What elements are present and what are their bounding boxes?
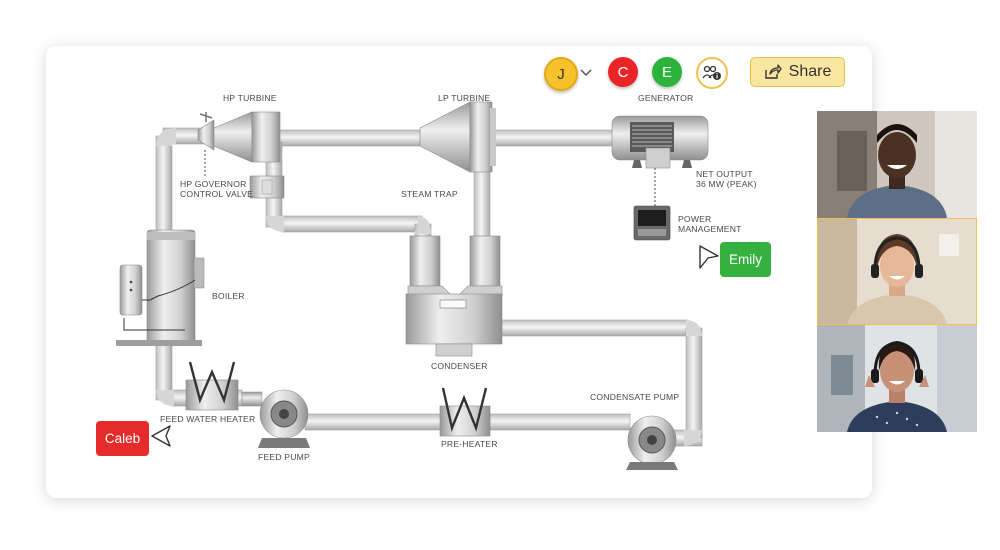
diagram-labels: HP TURBINE LP TURBINE GENERATOR HP GOVER…	[160, 93, 757, 462]
label-power-2: MANAGEMENT	[678, 224, 742, 234]
video-tile-participant-3[interactable]	[817, 325, 977, 432]
label-hp-governor-2: CONTROL VALVE	[180, 189, 253, 199]
label-hp-turbine: HP TURBINE	[223, 93, 277, 103]
feed-pump	[241, 389, 310, 448]
label-steam-trap: STEAM TRAP	[401, 189, 458, 199]
share-icon	[764, 64, 782, 79]
condensate-pump	[626, 415, 678, 470]
label-generator: GENERATOR	[638, 93, 693, 103]
label-hp-governor-1: HP GOVERNOR	[180, 179, 247, 189]
participants-info-button[interactable]	[696, 57, 728, 89]
share-label: Share	[788, 63, 832, 80]
participant-1-video	[817, 111, 977, 218]
collaborator-avatar-c[interactable]: C	[608, 57, 638, 87]
label-net-output-2: 36 MW (PEAK)	[696, 179, 757, 189]
video-tile-participant-2[interactable]	[817, 218, 977, 325]
video-tile-participant-1[interactable]	[817, 111, 977, 218]
emily-cursor-icon	[699, 245, 719, 269]
boiler	[116, 229, 205, 346]
power-management-panel	[633, 205, 671, 241]
emily-cursor-tag: Emily	[720, 242, 771, 277]
chevron-down-icon[interactable]	[580, 69, 592, 77]
emily-name: Emily	[729, 252, 762, 267]
avatar-initial: E	[661, 63, 672, 81]
caleb-cursor-icon	[151, 425, 171, 447]
label-condensate-pump: CONDENSATE PUMP	[590, 392, 679, 402]
label-power-1: POWER	[678, 214, 711, 224]
collaborator-avatar-e[interactable]: E	[652, 57, 682, 87]
generator	[611, 115, 709, 206]
avatar-initial: J	[557, 65, 565, 83]
pipe-elbows	[156, 128, 702, 446]
label-feed-pump: FEED PUMP	[258, 452, 310, 462]
condenser	[405, 235, 503, 357]
avatar-initial: C	[617, 63, 629, 81]
caleb-name: Caleb	[104, 431, 141, 446]
pre-heater	[439, 387, 491, 437]
participant-2-video	[817, 218, 977, 325]
participant-3-video	[817, 325, 977, 432]
users-info-icon	[702, 65, 721, 80]
label-lp-turbine: LP TURBINE	[438, 93, 490, 103]
collaborator-avatar-j[interactable]: J	[544, 57, 578, 91]
hp-governor-valve	[197, 112, 215, 178]
hp-turbine	[213, 111, 285, 199]
label-condenser: CONDENSER	[431, 361, 488, 371]
label-pre-heater: PRE-HEATER	[441, 439, 498, 449]
active-speaker-highlight	[817, 218, 977, 325]
feed-water-heater	[185, 361, 239, 411]
label-net-output-1: NET OUTPUT	[696, 169, 753, 179]
lp-turbine	[419, 101, 496, 173]
label-boiler: BOILER	[212, 291, 245, 301]
caleb-cursor-tag: Caleb	[96, 421, 149, 456]
share-button[interactable]: Share	[750, 57, 845, 87]
label-feed-water-heater: FEED WATER HEATER	[160, 414, 255, 424]
